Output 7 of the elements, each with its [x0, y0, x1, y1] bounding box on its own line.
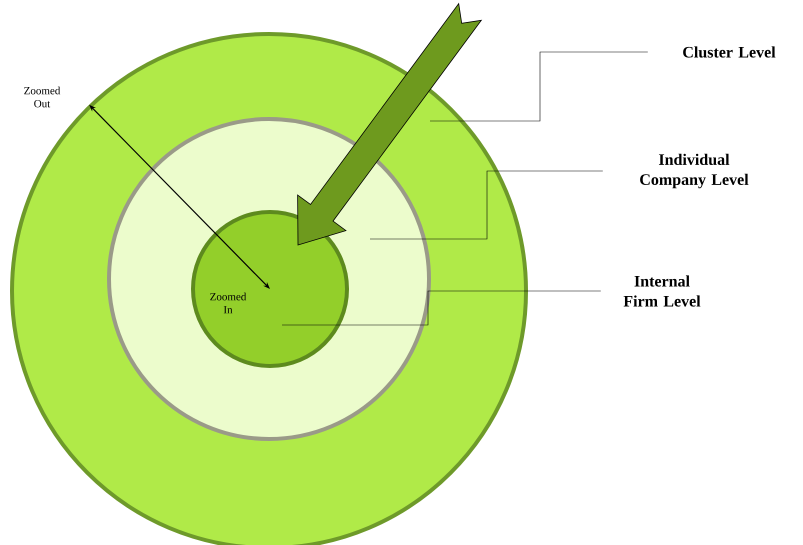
leader-line: [370, 170, 604, 240]
zoom-label: Zoomed Out: [24, 86, 60, 108]
level-label: Individual Company Level: [640, 154, 748, 188]
leader-line: [282, 290, 602, 326]
level-label: Cluster Level: [683, 46, 776, 58]
level-label: Internal Firm Level: [624, 275, 700, 307]
leader-line: [430, 52, 648, 122]
